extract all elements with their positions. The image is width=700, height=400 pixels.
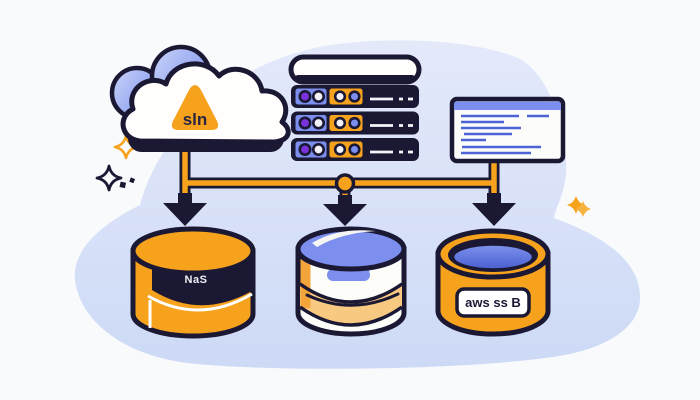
- sparkle-icon: [95, 164, 136, 192]
- server-row: [291, 85, 419, 108]
- cylinder-top-highlight: [312, 230, 376, 247]
- cloud-badge-label: sln: [183, 110, 208, 129]
- code-window-titlebar: [454, 101, 561, 110]
- bucket-liquid: [451, 243, 535, 271]
- server-row: [291, 111, 419, 135]
- cloud-db-cylinder-icon: [295, 226, 407, 337]
- cloud-icon: sln: [109, 44, 291, 152]
- nas-cylinder-icon: NaS: [130, 226, 256, 339]
- junction-node: [334, 173, 356, 194]
- arrow-down-icon: [323, 195, 367, 226]
- cloud-badge: [171, 85, 219, 130]
- code-window-icon: [449, 96, 566, 164]
- aws-label-plate: [455, 287, 531, 318]
- arrow-down-icon: [163, 193, 207, 226]
- nas-band: [152, 258, 252, 306]
- server-row: [291, 138, 419, 161]
- sparkle-icon: [567, 196, 591, 217]
- aws-bucket-icon: aws ss B: [435, 228, 551, 337]
- aws-cylinder-label: aws ss B: [465, 295, 521, 310]
- nas-cylinder-label: NaS: [185, 274, 208, 286]
- code-lines: [461, 114, 549, 155]
- server-rack-icon: [288, 54, 422, 161]
- arrow-down-icon: [472, 193, 516, 226]
